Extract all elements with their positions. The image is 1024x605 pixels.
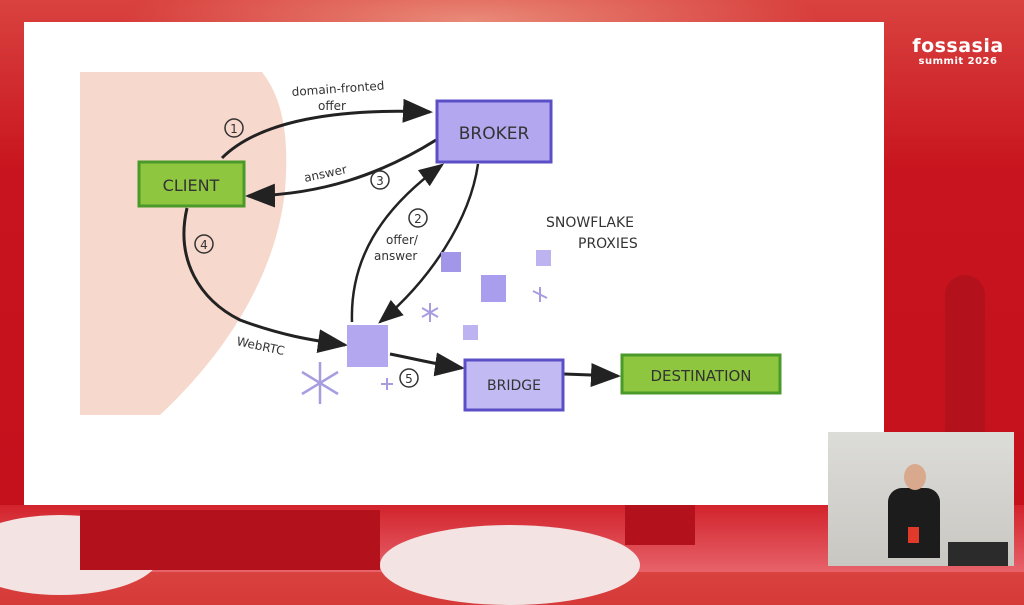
- step4-number: 4: [200, 238, 208, 252]
- destination-label: DESTINATION: [650, 367, 751, 385]
- speaker-head: [904, 464, 926, 490]
- arrow-bridge-to-destination: [563, 363, 621, 387]
- arrow-client-to-broker: [220, 98, 433, 160]
- snowflake-icon: [301, 362, 339, 404]
- proxy-square: [463, 325, 478, 340]
- step1-marker: [224, 118, 244, 138]
- client-box: [137, 160, 246, 208]
- speaker-badge: [908, 527, 919, 543]
- step5-marker: [399, 368, 419, 388]
- broker-label: BROKER: [459, 124, 530, 144]
- speaker-body: [888, 488, 940, 558]
- step4-marker: [194, 234, 214, 254]
- logo-subtitle: summit 2026: [918, 56, 998, 67]
- snowflake-diagram: CLIENT BROKER BRIDGE DESTINATION SNOWFLA…: [80, 72, 782, 415]
- destination-box: [620, 353, 782, 395]
- step2-number: 2: [414, 212, 422, 226]
- arrow-client-to-proxy: [182, 207, 348, 354]
- step2-label-line1: offer/: [386, 233, 419, 247]
- step2-marker: [408, 208, 428, 228]
- step2-label-line2: answer: [374, 249, 417, 263]
- active-proxy-square: [347, 325, 388, 367]
- arrow-proxy-to-bridge: [389, 352, 465, 377]
- proxy-square: [536, 250, 551, 266]
- step4-label: WebRTC: [235, 334, 285, 358]
- step1-label-line2: offer: [318, 99, 346, 113]
- snowflake-icon: [381, 287, 548, 390]
- speaker-video-inset: [828, 432, 1014, 566]
- arrow-broker-to-client: [245, 138, 437, 208]
- event-logo: fossasia summit 2026: [896, 36, 1020, 67]
- bridge-box: [463, 358, 565, 412]
- proxies-label-line2: PROXIES: [578, 236, 638, 252]
- pagoda-decoration: [945, 275, 985, 435]
- logo-name: fossasia: [912, 35, 1004, 57]
- step1-label-line1: domain-fronted: [291, 79, 385, 99]
- proxy-square: [441, 252, 461, 272]
- proxies-label-line1: SNOWFLAKE: [546, 215, 634, 231]
- bridge-label: BRIDGE: [487, 378, 541, 394]
- arrow-broker-to-proxy: [378, 163, 480, 324]
- arrow-proxy-to-broker: [350, 163, 445, 323]
- client-label: CLIENT: [163, 176, 220, 195]
- proxy-square: [481, 275, 506, 302]
- step1-number: 1: [230, 122, 238, 136]
- step3-marker: [370, 170, 390, 190]
- broker-box: [435, 99, 553, 164]
- podium: [948, 542, 1008, 566]
- step3-number: 3: [376, 174, 384, 188]
- step5-number: 5: [405, 372, 413, 386]
